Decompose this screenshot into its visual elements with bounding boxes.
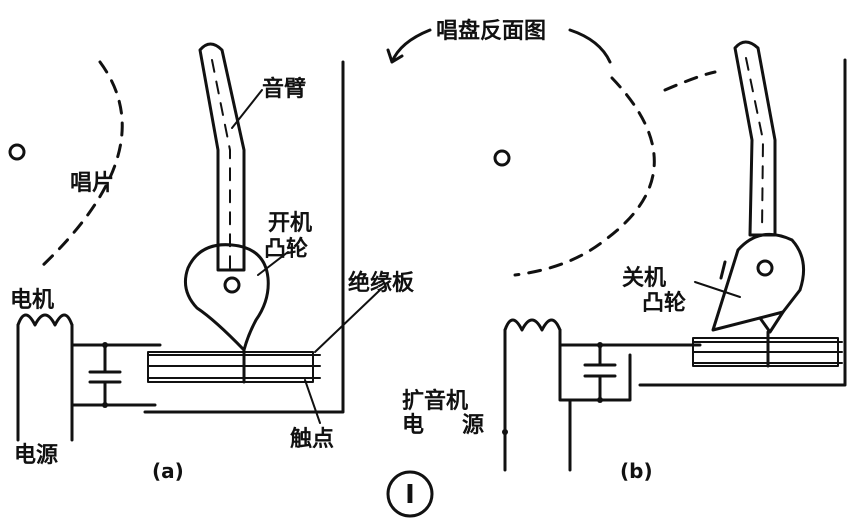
record-arc-b: [513, 76, 656, 277]
label-amp-2a: 电: [402, 413, 424, 438]
figure-number-text: Ⅰ: [405, 480, 415, 510]
label-on-cam-2: 凸轮: [264, 236, 308, 262]
power-on-cam: [184, 243, 270, 352]
junction-a2: [102, 402, 108, 408]
cam-pivot-a: [223, 276, 241, 294]
tonearm-a: [198, 42, 246, 272]
motor-wire-a: [16, 323, 162, 442]
caption-group: 唱盘反面图: [386, 18, 612, 64]
leader-insulating-board: [314, 289, 381, 353]
capacitor-a: [88, 343, 122, 407]
motor-coil-a: [16, 313, 74, 327]
record-arc-a: [38, 60, 124, 270]
leader-off-cam: [694, 281, 741, 298]
capacitor-b: [583, 343, 617, 402]
spindle-b: [493, 149, 511, 167]
tonearm-b-center: [745, 57, 764, 233]
tonearm-b: [733, 40, 777, 237]
figure-number-badge: Ⅰ: [386, 470, 434, 518]
label-contact: 触点: [290, 426, 334, 452]
chassis-wall-a: [143, 60, 345, 414]
figure-number-circle: [386, 470, 434, 518]
label-on-cam-1: 开机: [268, 211, 312, 236]
label-off-cam-1: 关机: [622, 266, 666, 291]
label-sub-b: (b): [620, 459, 653, 483]
chassis-wall-b: [638, 58, 847, 387]
junction-b2: [597, 397, 603, 403]
label-power-source: 电源: [14, 443, 58, 468]
motor-coil-b: [503, 318, 562, 332]
leader-on-cam: [257, 251, 289, 276]
junction-b1: [597, 342, 603, 348]
spindle-a: [8, 143, 26, 161]
motor-wire-b: [503, 328, 702, 472]
record-arc-b-top: [663, 70, 717, 92]
label-motor: 电机: [10, 288, 54, 313]
panel-b: 关机 凸轮 扩音机 电 源 (b): [402, 40, 847, 483]
caption-arrow-left: [386, 28, 432, 64]
power-off-cam: [711, 232, 806, 332]
label-off-cam-2: 凸轮: [642, 290, 686, 316]
label-amp-1: 扩音机: [402, 388, 468, 414]
label-amp-2b: 源: [462, 413, 484, 438]
leader-tonearm: [231, 89, 263, 129]
cam-pivot-b: [756, 259, 774, 277]
cam-lobe-b: [758, 310, 785, 334]
label-tonearm: 音臂: [262, 76, 306, 102]
label-record: 唱片: [70, 171, 114, 196]
junction-a1: [102, 342, 108, 348]
cam-tip-b: [719, 260, 727, 280]
leader-contact: [304, 379, 321, 424]
amp-junction: [502, 429, 508, 435]
panel-a: 音臂 唱片 开机 凸轮 绝缘板 电机 电源 触点 (a): [8, 42, 415, 483]
label-insulating-board: 绝缘板: [348, 270, 415, 296]
caption-text: 唱盘反面图: [436, 18, 546, 44]
caption-arrow-right: [568, 28, 612, 64]
tonearm-a-center: [211, 59, 231, 269]
label-sub-a: (a): [152, 459, 184, 483]
